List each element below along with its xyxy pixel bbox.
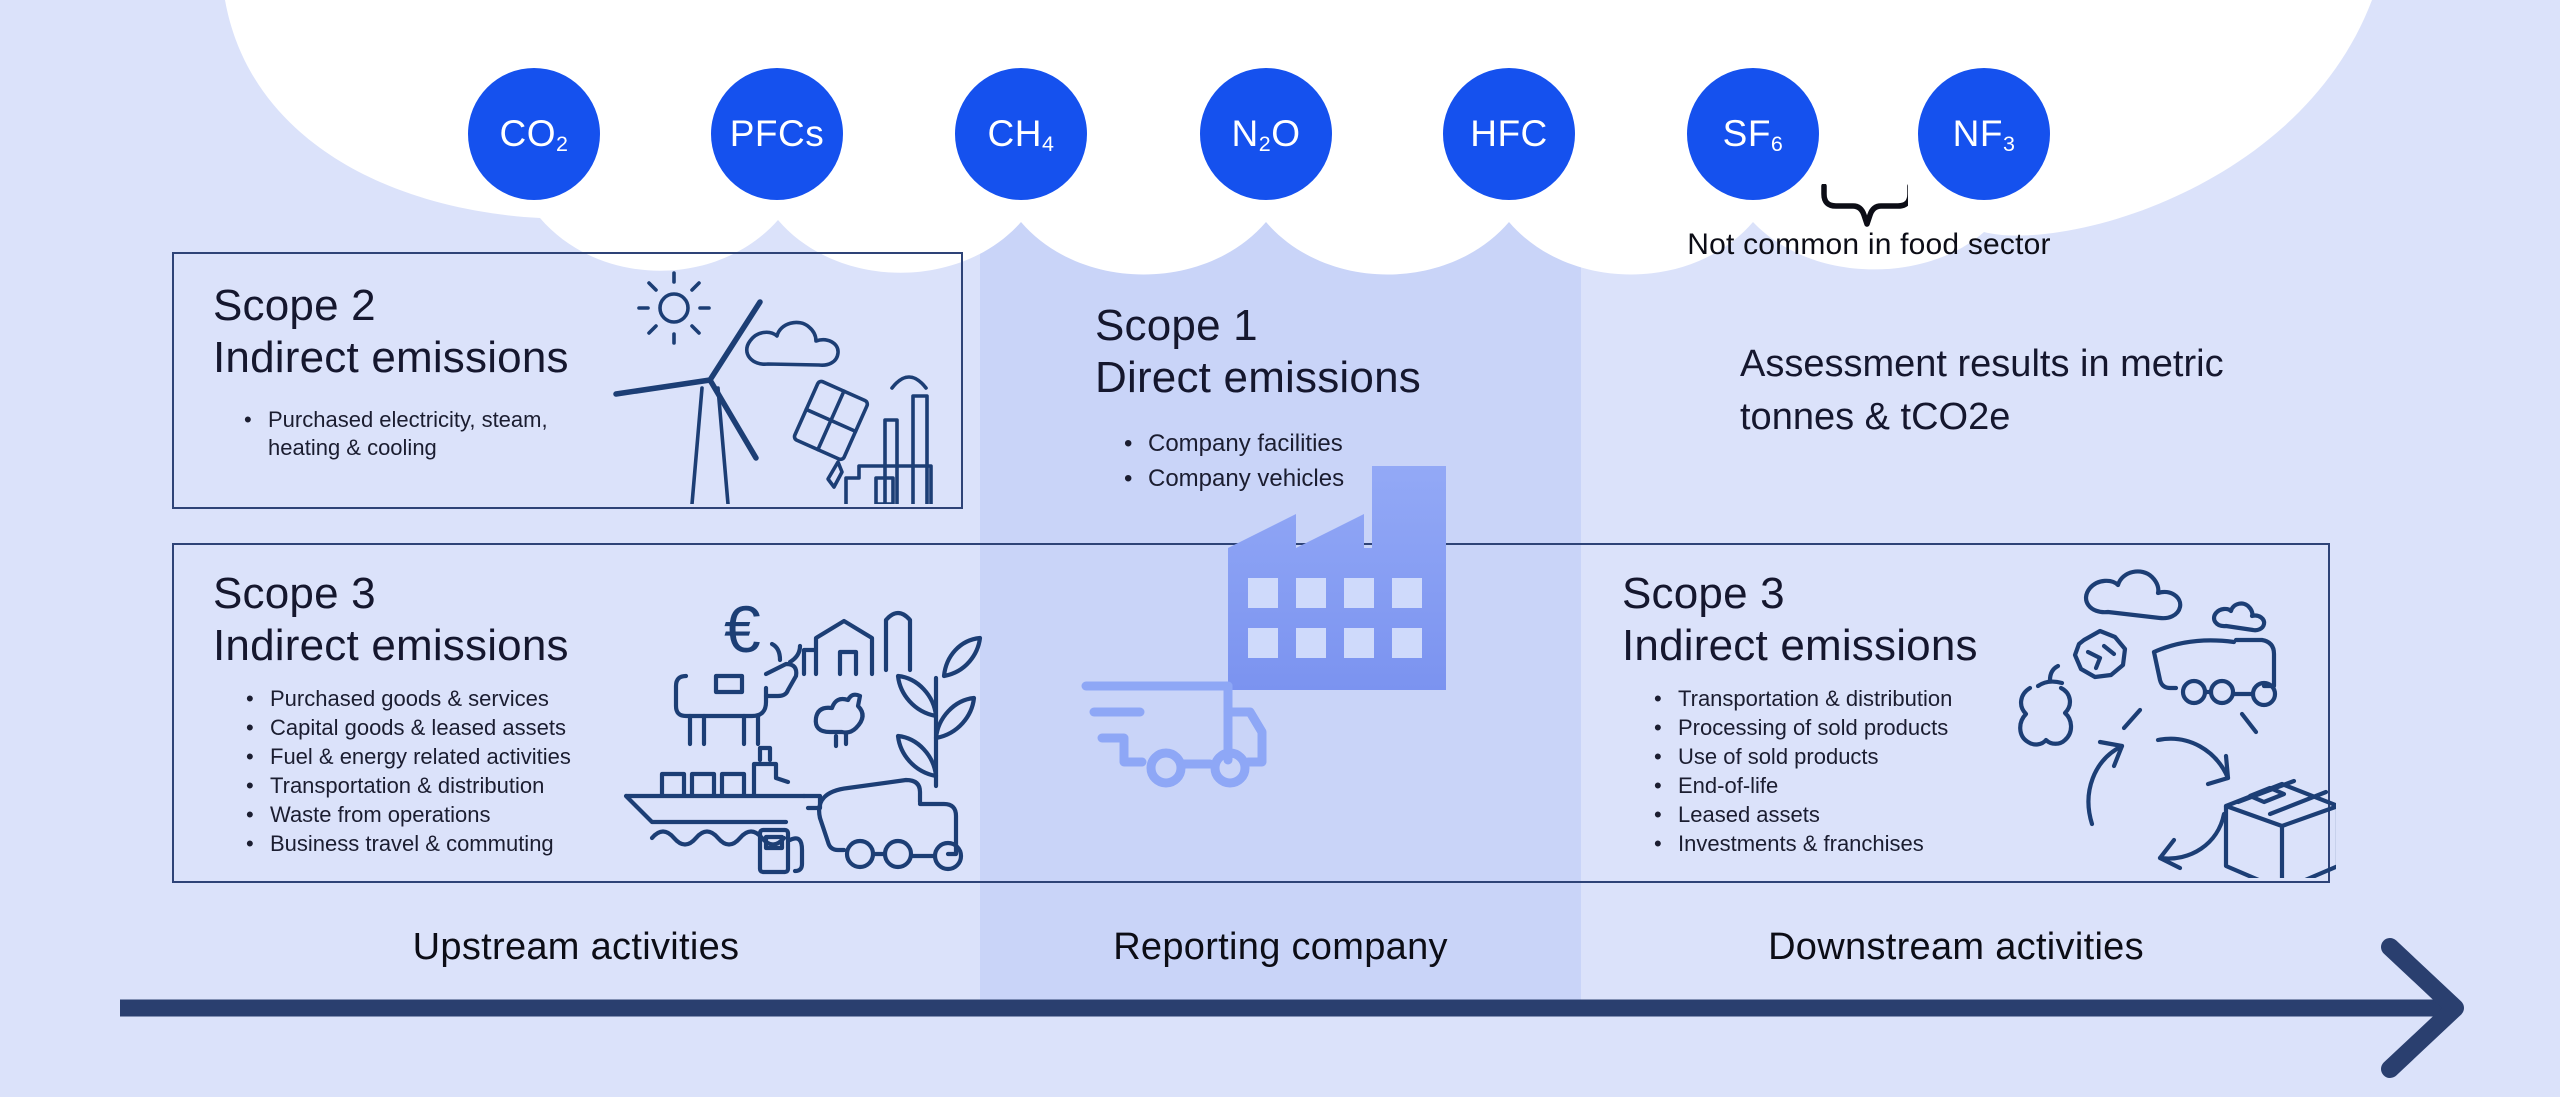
list-item: Investments & franchises xyxy=(1648,829,1952,858)
gas-circle-n2o: N2O xyxy=(1200,68,1332,200)
euro-icon: € xyxy=(724,592,761,666)
upstream-activity-icons: € xyxy=(623,592,983,875)
gas-circle-hfc: HFC xyxy=(1443,68,1575,200)
value-chain-arrow xyxy=(120,938,2464,1078)
apple-core-icon xyxy=(2018,663,2074,747)
assessment-results-text: Assessment results in metric tonnes & tC… xyxy=(1740,343,2224,438)
small-cloud-icon xyxy=(2211,601,2267,633)
not-common-note: Not common in food sector xyxy=(1687,228,2051,261)
list-item: Company vehicles xyxy=(1118,461,1344,496)
list-item: Fuel & energy related activities xyxy=(240,742,571,771)
recycling-arrows-icon xyxy=(2086,736,2231,871)
scope1-subtitle: Direct emissions xyxy=(1095,353,1421,402)
scope1-bullets: Company facilities Company vehicles xyxy=(1118,426,1344,496)
cloud-icon xyxy=(2083,569,2183,621)
scope2-title: Scope 2 xyxy=(213,281,376,330)
scope2-box xyxy=(172,252,963,509)
lane-label-reporting: Reporting company xyxy=(1113,926,1448,968)
list-item: Transportation & distribution xyxy=(1648,684,1952,713)
list-item: Capital goods & leased assets xyxy=(240,713,571,742)
chicken-icon xyxy=(813,692,865,749)
list-item: Purchased electricity, steam, heating & … xyxy=(238,406,598,462)
fuel-pump-icon xyxy=(757,827,805,875)
gas-circle-pfcs: PFCs xyxy=(711,68,843,200)
delivery-truck-icon xyxy=(1081,681,1267,788)
cargo-ship-icon xyxy=(623,745,823,847)
factory-windows xyxy=(1248,578,1422,658)
list-item: Waste from operations xyxy=(240,800,571,829)
scope1-title: Scope 1 xyxy=(1095,301,1258,350)
scope2-subtitle: Indirect emissions xyxy=(213,333,569,382)
cloud-icon xyxy=(744,320,840,367)
list-item: Leased assets xyxy=(1648,800,1952,829)
crumpled-waste-icon xyxy=(2072,628,2128,680)
lane-label-upstream: Upstream activities xyxy=(412,926,740,968)
factory-building-icon xyxy=(844,375,933,504)
scope3-right-heading: Scope 3 Indirect emissions xyxy=(1622,568,1978,672)
cow-icon xyxy=(673,641,803,747)
truck-icon xyxy=(817,777,964,872)
scope3-right-subtitle: Indirect emissions xyxy=(1622,621,1978,670)
scope3-left-subtitle: Indirect emissions xyxy=(213,621,569,670)
renewable-energy-icons xyxy=(613,271,933,504)
gas-circle-sf6: SF6 xyxy=(1687,68,1819,200)
sun-icon xyxy=(637,271,711,345)
wind-turbine-icon xyxy=(613,299,763,504)
scope3-right-bullets: Transportation & distribution Processing… xyxy=(1648,684,1952,858)
truck-icon xyxy=(2121,637,2278,735)
underbrace-icon xyxy=(1821,184,1908,227)
plant-icon xyxy=(895,635,983,789)
lane-label-downstream: Downstream activities xyxy=(1768,926,2144,968)
list-item: Business travel & commuting xyxy=(240,829,571,858)
scope3-left-bullets: Purchased goods & services Capital goods… xyxy=(240,684,571,858)
list-item: Processing of sold products xyxy=(1648,713,1952,742)
gas-circle-co2: CO2 xyxy=(468,68,600,200)
scope3-left-title: Scope 3 xyxy=(213,569,376,618)
list-item: Use of sold products xyxy=(1648,742,1952,771)
factory-icon xyxy=(1228,466,1446,690)
gas-circle-ch4: CH4 xyxy=(955,68,1087,200)
solar-panel-icon xyxy=(792,379,870,489)
gas-circle-nf3: NF3 xyxy=(1918,68,2050,200)
scope2-bullets: Purchased electricity, steam, heating & … xyxy=(238,406,598,462)
scope3-right-title: Scope 3 xyxy=(1622,569,1785,618)
scope3-left-heading: Scope 3 Indirect emissions xyxy=(213,568,569,672)
scope1-heading: Scope 1 Direct emissions xyxy=(1095,300,1421,404)
list-item: Purchased goods & services xyxy=(240,684,571,713)
list-item: Transportation & distribution xyxy=(240,771,571,800)
downstream-activity-icons xyxy=(2018,569,2336,878)
list-item: Company facilities xyxy=(1118,426,1344,461)
cardboard-box-icon xyxy=(2223,778,2336,878)
farm-icon xyxy=(801,610,913,677)
list-item: End-of-life xyxy=(1648,771,1952,800)
scope2-heading: Scope 2 Indirect emissions xyxy=(213,280,569,384)
